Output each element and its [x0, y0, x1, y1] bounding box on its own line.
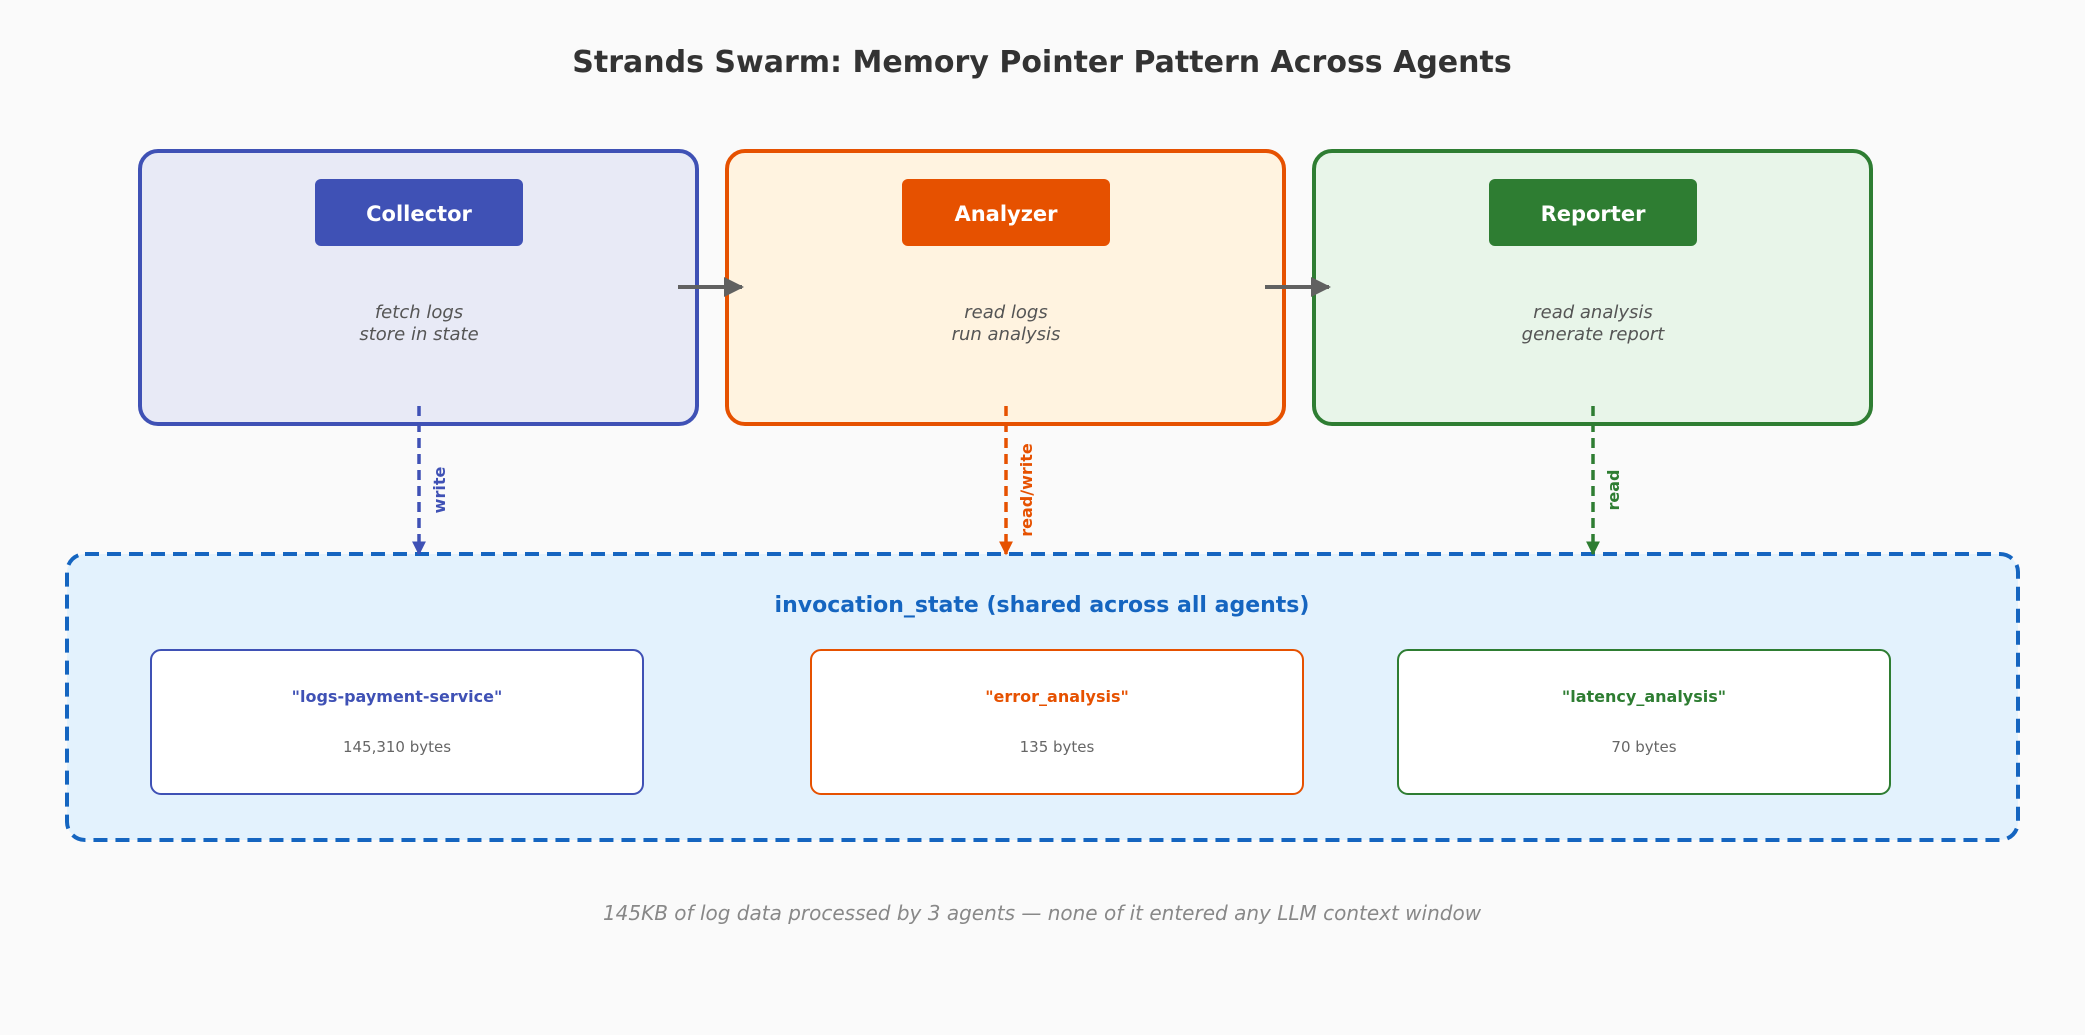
- agent-reporter: Reporter read analysis generate report: [1312, 149, 1873, 426]
- agent-reporter-badge: [1489, 179, 1697, 246]
- state-entry-logs: "logs-payment-service" 145,310 bytes: [150, 649, 644, 795]
- state-entry-latency-analysis-size: 70 bytes: [1611, 738, 1676, 756]
- agent-reporter-desc-line-1: read analysis: [1533, 302, 1653, 323]
- state-entry-error-analysis: "error_analysis" 135 bytes: [810, 649, 1304, 795]
- agent-collector-desc-line-2: store in state: [359, 324, 478, 345]
- agent-analyzer-desc-line-2: run analysis: [952, 324, 1061, 345]
- state-entry-logs-box: [150, 649, 644, 795]
- state-entry-latency-analysis-box: [1397, 649, 1891, 795]
- connector-reporter-label: read: [1604, 470, 1623, 511]
- agent-reporter-desc-line-2: generate report: [1522, 324, 1666, 345]
- agent-analyzer-desc-line-1: read logs: [964, 302, 1047, 323]
- state-entry-logs-key: "logs-payment-service": [292, 687, 503, 706]
- agent-analyzer-badge: [902, 179, 1110, 246]
- state-entry-logs-size: 145,310 bytes: [343, 738, 451, 756]
- agent-collector: Collector fetch logs store in state: [138, 149, 699, 426]
- state-entry-error-analysis-box: [810, 649, 1304, 795]
- state-entry-error-analysis-size: 135 bytes: [1020, 738, 1095, 756]
- invocation-state-title: invocation_state (shared across all agen…: [775, 593, 1310, 618]
- agent-collector-label: Collector: [366, 202, 472, 226]
- connector-collector-label: write: [430, 467, 449, 514]
- agent-reporter-label: Reporter: [1541, 202, 1647, 226]
- state-entry-latency-analysis-key: "latency_analysis": [1562, 687, 1726, 706]
- agent-analyzer: Analyzer read logs run analysis: [725, 149, 1286, 426]
- agent-collector-badge: [315, 179, 523, 246]
- diagram-title: Strands Swarm: Memory Pointer Pattern Ac…: [572, 45, 1511, 80]
- agent-collector-desc-line-1: fetch logs: [375, 302, 463, 323]
- connector-analyzer-label: read/write: [1017, 443, 1036, 537]
- agent-analyzer-label: Analyzer: [954, 202, 1058, 226]
- footer-caption: 145KB of log data processed by 3 agents …: [603, 901, 1482, 925]
- state-entry-latency-analysis: "latency_analysis" 70 bytes: [1397, 649, 1891, 795]
- state-entry-error-analysis-key: "error_analysis": [985, 687, 1129, 706]
